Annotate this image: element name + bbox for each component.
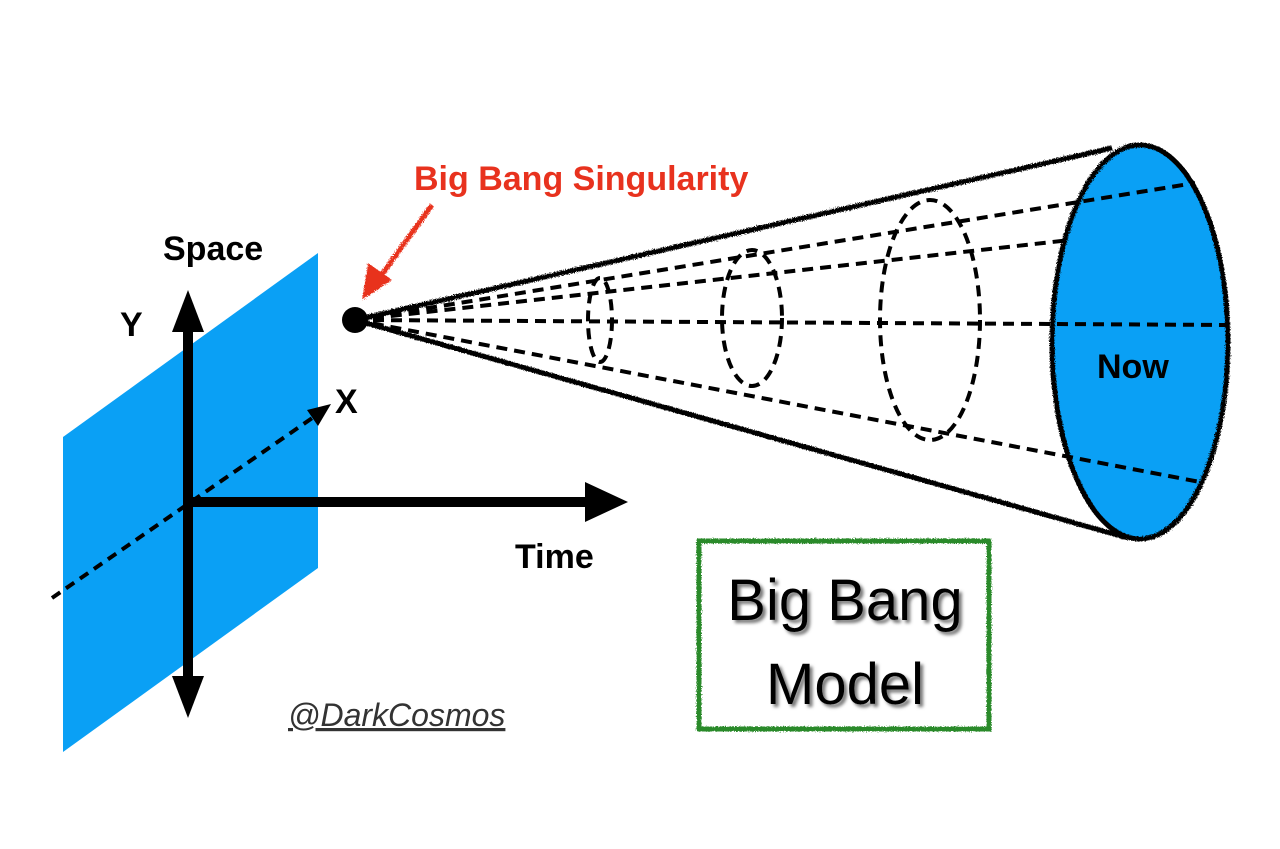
singularity-dot: [342, 307, 368, 333]
now-ellipse: [1052, 145, 1228, 539]
credit-label: @DarkCosmos: [288, 697, 505, 733]
title-line-1: Big Bang: [727, 568, 962, 633]
y-axis-label: Y: [120, 306, 143, 344]
y-arrowhead-up: [172, 290, 204, 332]
time-label: Time: [515, 538, 594, 576]
x-axis-label: X: [335, 383, 358, 421]
universe-cone: [354, 142, 1231, 542]
space-label: Space: [163, 230, 263, 268]
title-box: [696, 538, 992, 732]
singularity-arrow: [362, 203, 435, 300]
y-arrowhead-down: [172, 676, 204, 718]
singularity-label: Big Bang Singularity: [414, 160, 748, 198]
time-arrowhead: [585, 482, 628, 522]
now-label: Now: [1097, 348, 1169, 386]
title-line-2: Model: [766, 652, 924, 717]
x-arrowhead: [307, 404, 331, 426]
